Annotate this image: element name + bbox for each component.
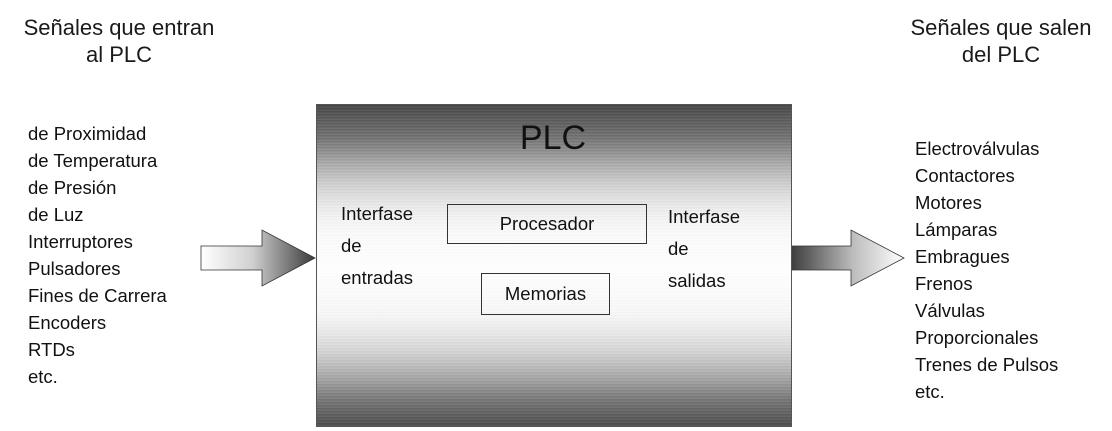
right-arrow-icon [789, 229, 905, 287]
output-interface-line-3: salidas [668, 270, 726, 291]
input-item: de Temperatura [28, 150, 158, 171]
processor-label: Procesador [499, 213, 595, 234]
input-item: Fines de Carrera [28, 285, 167, 306]
input-item: de Presión [28, 177, 117, 198]
input-interface-line-2: de [341, 235, 362, 256]
output-item: Contactores [915, 165, 1015, 186]
processor-box: Procesador [447, 204, 647, 244]
input-interface-line-3: entradas [341, 267, 413, 288]
right-arrow-icon [200, 229, 316, 287]
plc-title: PLC [519, 119, 587, 157]
output-item: Frenos [915, 273, 973, 294]
output-heading-line-1: Señales que salen [910, 15, 1092, 40]
input-interface-line-1: Interfase [341, 203, 413, 224]
input-heading-line-1: Señales que entran [23, 15, 215, 40]
input-item: Interruptores [28, 231, 133, 252]
input-interface-label: Interfase de entradas [341, 198, 413, 294]
input-signals-list: de Proximidad de Temperatura de Presión … [28, 120, 167, 390]
input-heading-line-2: al PLC [85, 42, 153, 67]
input-signals-heading: Señales que entran al PLC [0, 14, 238, 68]
output-item: Embragues [915, 246, 1010, 267]
input-item: Encoders [28, 312, 107, 333]
output-interface-line-2: de [668, 238, 689, 259]
input-item: etc. [28, 366, 58, 387]
input-item: de Luz [28, 204, 84, 225]
output-heading-line-2: del PLC [961, 42, 1041, 67]
output-signals-list: Electroválvulas Contactores Motores Lámp… [915, 135, 1058, 405]
output-signals-heading: Señales que salen del PLC [890, 14, 1112, 68]
output-item: Motores [915, 192, 982, 213]
output-item: Válvulas [915, 300, 985, 321]
input-item: RTDs [28, 339, 75, 360]
input-item: de Proximidad [28, 123, 147, 144]
output-item: etc. [915, 381, 945, 402]
input-item: Pulsadores [28, 258, 121, 279]
output-item: Proporcionales [915, 327, 1039, 348]
output-item: Lámparas [915, 219, 998, 240]
memory-label: Memorias [504, 283, 587, 304]
plc-block [316, 104, 792, 427]
output-interface-label: Interfase de salidas [668, 201, 740, 297]
output-interface-line-1: Interfase [668, 206, 740, 227]
output-item: Electroválvulas [915, 138, 1040, 159]
memory-box: Memorias [481, 273, 610, 315]
output-item: Trenes de Pulsos [915, 354, 1059, 375]
